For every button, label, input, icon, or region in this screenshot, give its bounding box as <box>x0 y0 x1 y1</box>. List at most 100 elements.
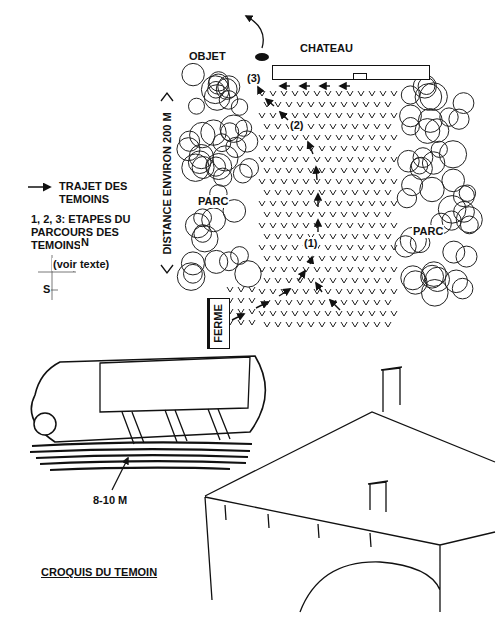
object-sphere <box>34 413 56 435</box>
path-arrow <box>300 85 310 86</box>
tree-scallop <box>404 271 427 294</box>
tree-scallop <box>177 138 200 161</box>
tree-scallop <box>220 115 247 142</box>
chimney <box>368 481 388 512</box>
node-text: FERME <box>212 304 225 343</box>
compass-letter: S <box>42 283 51 296</box>
tree-scallop <box>184 264 203 283</box>
tree-scallop <box>425 119 449 143</box>
path-arrow <box>280 112 288 120</box>
tree-scallop <box>442 169 465 192</box>
path-arrow <box>266 99 274 106</box>
tree-scallop <box>226 137 246 157</box>
tree-scallop <box>421 265 444 288</box>
legend-arrow-sample <box>28 186 50 188</box>
tree-scallop <box>402 118 420 136</box>
chateau-building: CHATEAU <box>272 38 430 80</box>
tree-scallop <box>206 154 232 180</box>
note: 1, 2, 3: ETAPES DU PARCOURS DES TEMOINS: <box>30 213 160 252</box>
note: (voir texte) <box>52 258 110 271</box>
path-arrow <box>298 271 305 281</box>
tree-scallop <box>443 241 465 263</box>
tree-scallop <box>182 63 204 85</box>
tree-scallop <box>397 188 416 207</box>
tree-scallop <box>190 122 215 147</box>
distance-arrowheads <box>161 93 173 273</box>
building-outline <box>272 65 430 80</box>
path-arrow <box>279 289 290 296</box>
tree-scallop <box>231 247 249 265</box>
tree-scallop <box>202 208 226 232</box>
tree-scallop <box>233 164 252 183</box>
witness-path-arrows <box>232 86 350 320</box>
grass-marks <box>227 91 397 327</box>
node-text: CHATEAU <box>272 42 353 55</box>
tree-scallop <box>216 79 237 100</box>
area-label: PARC <box>197 195 229 208</box>
path-arrow <box>310 257 312 264</box>
tree-scallop <box>192 226 218 252</box>
building-detail <box>353 73 367 80</box>
path-arrow <box>317 220 318 232</box>
object-label: OBJET <box>188 50 227 63</box>
tree-scallop <box>418 78 435 95</box>
tree-scallop <box>206 157 225 176</box>
callout-number: (2) <box>289 119 304 132</box>
object-panel <box>100 357 250 412</box>
tree-scallop <box>398 150 420 172</box>
object-legs <box>122 409 230 444</box>
caption-label: CROQUIS DU TEMOIN <box>40 566 158 579</box>
tree-scallop <box>420 83 448 111</box>
tree-scallop <box>454 201 475 222</box>
ground-hatching <box>30 442 252 470</box>
tree-scallop <box>453 93 474 114</box>
path-arrow <box>330 300 340 310</box>
tree-scallop <box>220 252 239 271</box>
tree-scallop <box>209 72 228 91</box>
chimney <box>381 367 402 412</box>
path-arrow <box>316 283 322 292</box>
tree-scallop <box>413 148 433 168</box>
tree-scallop <box>461 216 479 234</box>
path-arrow <box>340 85 350 86</box>
tree-scallop <box>456 246 477 267</box>
tree-scallop <box>456 207 482 233</box>
area-label: PARC <box>412 225 444 238</box>
tree-scallop <box>185 213 209 237</box>
tree-scallop <box>452 278 473 299</box>
tree-scallop <box>204 85 230 111</box>
farm-box: FERME <box>207 298 230 349</box>
path-arrow <box>232 314 244 320</box>
tree-scallop <box>445 270 468 293</box>
tree-scallop <box>194 225 212 243</box>
callout-number: (3) <box>246 72 261 85</box>
tree-scallop <box>189 98 205 114</box>
legend-text: TRAJET DES TEMOINS <box>58 180 160 206</box>
tree-scallop <box>420 177 444 201</box>
path-arrow <box>320 85 330 86</box>
leader-line <box>112 458 128 490</box>
tree-scallop <box>240 159 259 178</box>
tree-scallop <box>438 196 466 224</box>
tree-scallop <box>439 141 466 168</box>
tree-scallop <box>177 263 205 291</box>
path-arrow <box>308 142 313 154</box>
path-arrow <box>317 194 318 207</box>
object-outline <box>31 356 265 442</box>
path-arrow <box>280 85 290 86</box>
dimension: 8-10 M <box>92 494 128 507</box>
tree-scallop <box>402 175 423 196</box>
tree-scallop <box>231 99 247 115</box>
path-arrow <box>256 302 268 308</box>
compass-letter: N <box>80 236 90 249</box>
callout-number: (1) <box>303 237 318 250</box>
path-arrow <box>316 167 317 180</box>
dimension: DISTANCE ENVIRON 200 M <box>161 111 174 255</box>
house-sketch <box>205 412 495 612</box>
tree-scallop <box>236 120 252 136</box>
path-arrow <box>258 87 261 93</box>
object-mark <box>255 53 269 61</box>
tree-scallop <box>208 74 228 94</box>
